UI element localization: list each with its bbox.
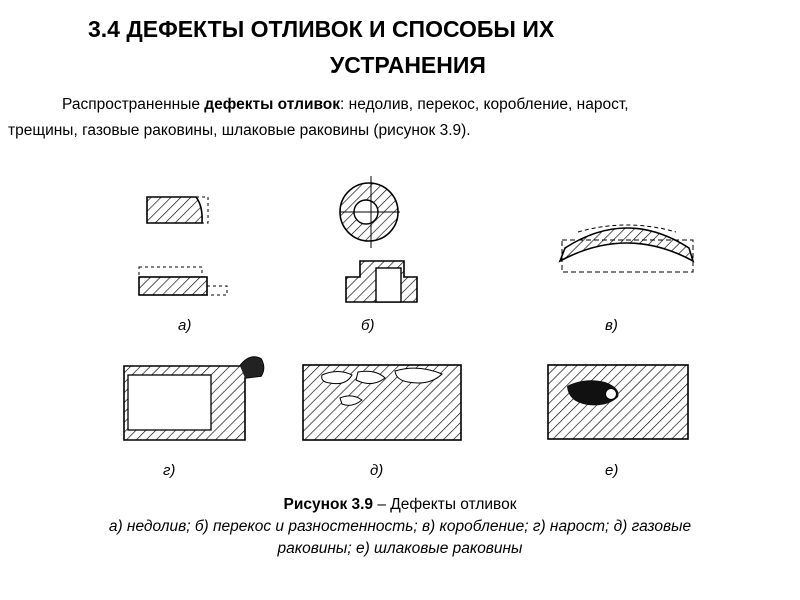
figure-label-v: в): [605, 317, 618, 334]
caption-figure-number: Рисунок 3.9: [283, 496, 374, 513]
figure-drawings: [123, 176, 695, 441]
drawing-d-overgrowth: [123, 356, 265, 441]
figure-3-9: а) б) в) г) д) е): [0, 150, 800, 500]
drawing-f-slag-holes: [547, 364, 689, 440]
intro-suffix: : недолив, перекос, коробление, нарост,: [340, 96, 629, 113]
title-line-1: 3.4 ДЕФЕКТЫ ОТЛИВОК И СПОСОБЫ ИХ: [88, 16, 555, 42]
drawing-b-misalignment: [339, 176, 418, 303]
figure-caption: Рисунок 3.9 – Дефекты отливок а) недолив…: [0, 494, 800, 560]
caption-legend-line-2: раковины; е) шлаковые раковины: [277, 540, 523, 557]
figure-label-e: е): [605, 462, 619, 479]
drawing-e-gas-holes: [302, 364, 462, 441]
intro-line-2: трещины, газовые раковины, шлаковые рако…: [8, 122, 471, 139]
figure-label-a: а): [178, 317, 192, 334]
caption-title: Рисунок 3.9 – Дефекты отливок: [0, 494, 800, 516]
title-line-2: УСТРАНЕНИЯ: [330, 52, 486, 78]
drawing-a-misrun: [138, 196, 228, 296]
figure-label-g: г): [163, 462, 176, 479]
figure-label-d: д): [370, 462, 384, 479]
caption-figure-title: – Дефекты отливок: [373, 496, 517, 513]
intro-line-1: Распространенные дефекты отливок: недоли…: [62, 92, 629, 118]
drawing-c-warping: [558, 224, 695, 273]
figure-label-b: б): [361, 317, 375, 334]
intro-prefix: Распространенные: [62, 96, 205, 113]
caption-legend-line-1: а) недолив; б) перекос и разностенность;…: [108, 518, 692, 535]
intro-bold-term: дефекты отливок: [204, 96, 341, 113]
